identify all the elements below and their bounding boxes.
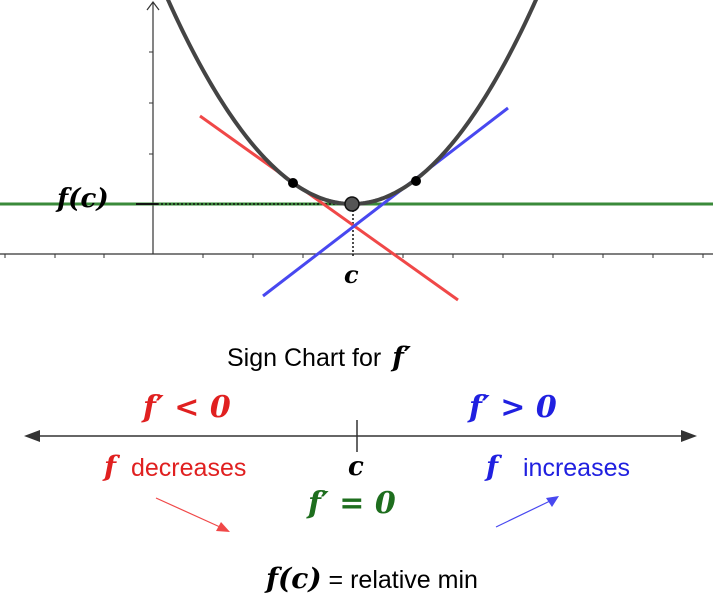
tangent-line-left	[199, 114, 459, 302]
negative-derivative-label: f′ < 0	[143, 390, 231, 425]
sign-chart-title-math: f′	[392, 342, 411, 373]
zero-derivative-label: f′ = 0	[308, 486, 396, 521]
tangent-line-right	[262, 106, 509, 298]
sign-chart-left-arrow-icon	[24, 430, 40, 442]
decreasing-text: decreases	[131, 454, 247, 482]
conclusion-text: = relative min	[328, 566, 478, 594]
sign-chart-title-text: Sign Chart for	[227, 344, 382, 372]
increasing-f-symbol: f	[486, 450, 499, 483]
minimum-point	[344, 196, 360, 212]
conclusion-math: f(c)	[266, 562, 322, 595]
positive-derivative-label: f′ > 0	[469, 390, 557, 425]
decreasing-f-symbol: f	[104, 450, 117, 483]
arrow-up-right-icon	[495, 496, 559, 528]
x-ticks	[4, 254, 704, 258]
decreasing-behavior-label: f decreases	[104, 450, 246, 483]
increasing-behavior-label: f increases	[486, 450, 630, 483]
tangent-point-right	[411, 176, 421, 186]
parabola-curve	[165, 0, 539, 206]
y-axis-arrow-icon	[146, 0, 160, 11]
arrow-down-right-icon	[155, 497, 230, 532]
c-axis-label: c	[344, 260, 359, 289]
increasing-text: increases	[523, 454, 630, 482]
sign-chart-title: Sign Chart for f′	[227, 342, 411, 373]
conclusion-label: f(c) = relative min	[266, 562, 478, 595]
sign-chart-c-label: c	[348, 452, 364, 482]
f-of-c-axis-label: f(c)	[57, 184, 109, 214]
sign-chart-right-arrow-icon	[681, 430, 697, 442]
tangent-point-left	[288, 178, 298, 188]
